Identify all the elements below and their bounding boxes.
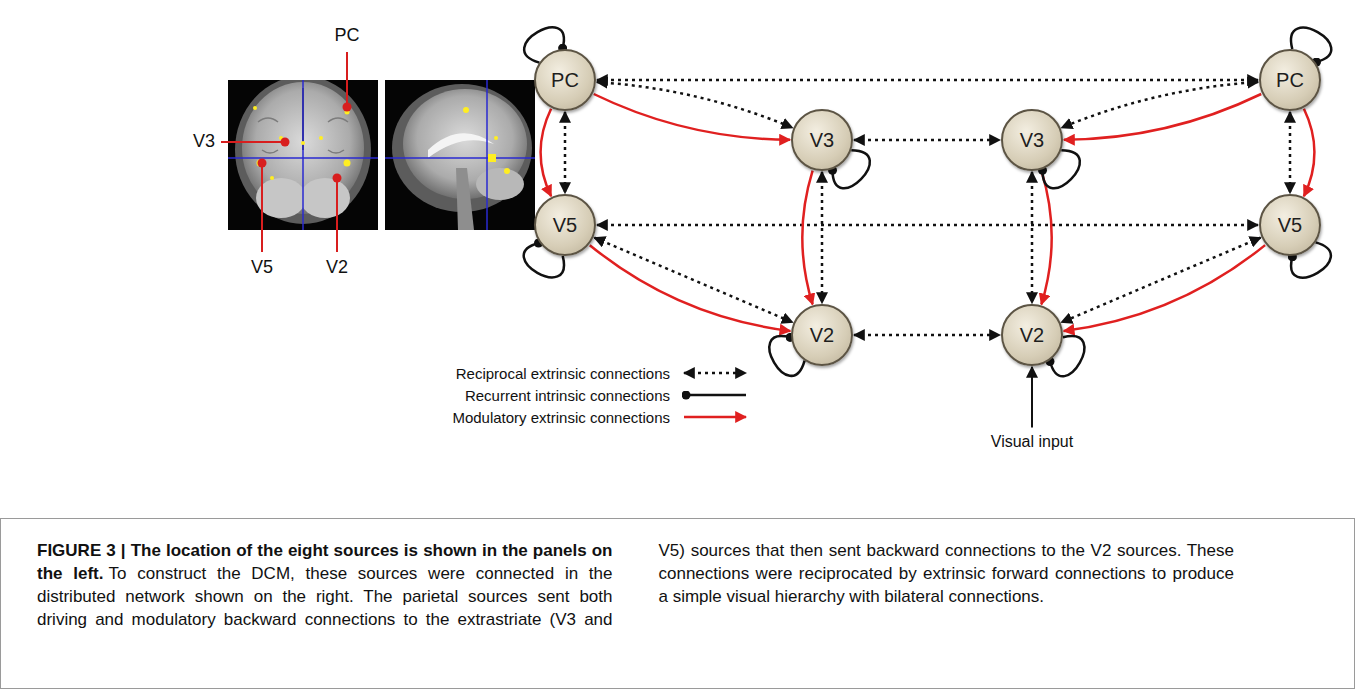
input-arrow [1031,367,1033,427]
leader-line [261,166,263,252]
reciprocal-connection [594,238,792,323]
region-label: V5 [251,257,273,279]
region-label: V3 [193,131,215,153]
legend-text: Modulatory extrinsic connections [420,409,670,426]
modulatory-connection [1304,109,1315,196]
leader-line [336,181,338,252]
modulatory-connection [590,245,791,331]
cerebellum [256,178,306,218]
node-label: PC [1276,69,1304,92]
legend-line [684,416,746,419]
source-node: V5 [1259,194,1321,256]
leader-dot [343,103,352,112]
node-label: V3 [1020,129,1044,152]
source-node: PC [1259,49,1321,111]
reciprocal-connection [1289,112,1292,193]
legend-line [686,394,746,397]
legend: Reciprocal extrinsic connectionsRecurren… [420,362,750,428]
node-label: V5 [553,214,577,237]
legend-line [684,372,746,375]
source-dot [504,168,510,174]
modulatory-connection [1041,171,1051,305]
reciprocal-connection [564,112,567,193]
reciprocal-connection [597,79,1258,82]
legend-row: Reciprocal extrinsic connections [420,362,750,384]
node-label: V5 [1278,214,1302,237]
region-label: PC [334,25,359,47]
legend-sample [680,386,750,404]
legend-sample [680,364,750,382]
reciprocal-connection [821,172,824,303]
modulatory-connection [541,109,552,196]
reciprocal-connection [597,82,793,128]
reciprocal-connection [597,224,1258,227]
source-node: V2 [1001,304,1063,366]
reciprocal-connection [1031,172,1034,303]
leader-dot [258,159,267,168]
input-label: Visual input [991,432,1073,451]
source-node: PC [534,49,596,111]
source-dot [344,160,351,167]
sagittal-slice [385,80,535,230]
source-dot [253,106,257,110]
leader-line [221,141,281,143]
node-label: V2 [810,324,834,347]
source-dot [270,176,274,180]
leader-dot [333,174,342,183]
modulatory-connection [1064,94,1261,140]
legend-text: Reciprocal extrinsic connections [420,365,670,382]
leader-lines [221,52,352,252]
node-label: PC [551,69,579,92]
leader-dot [281,138,290,147]
modulatory-connection [802,171,812,305]
cerebellum [300,178,350,218]
source-node: V3 [1001,109,1063,171]
crosshair-line [302,80,304,230]
legend-text: Recurrent intrinsic connections [420,387,670,404]
caption-text: FIGURE 3 | The location of the eight sou… [37,539,1234,631]
source-node: V2 [791,304,853,366]
node-label: V3 [810,129,834,152]
crosshair-line [486,80,488,230]
reciprocal-connection [1062,82,1259,128]
source-dot [319,136,323,140]
source-dot [494,136,498,140]
modulatory-connection [1064,245,1265,331]
legend-row: Recurrent intrinsic connections [420,384,750,406]
source-dot [488,154,496,162]
brainstem [456,168,474,230]
cerebellum [476,168,524,200]
caption-box: FIGURE 3 | The location of the eight sou… [0,518,1355,689]
coronal-slice [228,80,378,230]
corpus-callosum [428,133,494,158]
crosshair-line [385,157,535,159]
node-label: V2 [1020,324,1044,347]
source-dot [301,141,305,145]
source-node: V3 [791,109,853,171]
source-dot [463,107,469,113]
modulatory-connection [594,94,790,140]
slice-ground [228,80,378,230]
reciprocal-connection [1061,238,1260,323]
leader-line [346,52,348,104]
legend-row: Modulatory extrinsic connections [420,406,750,428]
reciprocal-connection [854,334,1000,337]
region-label: V2 [326,257,348,279]
crosshair-line [228,157,378,159]
legend-sample [680,408,750,426]
crosshair [228,80,535,230]
source-dots [253,106,510,181]
reciprocal-connection [854,139,1000,142]
source-node: V5 [534,194,596,256]
slice-ground [385,80,535,230]
